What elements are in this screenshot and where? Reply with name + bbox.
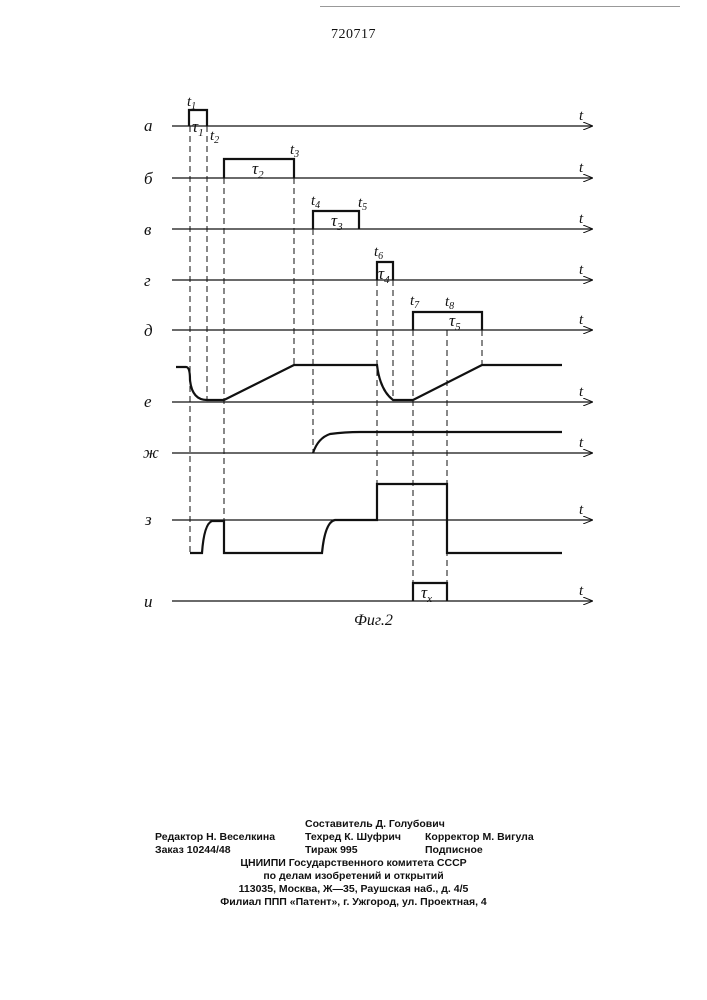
techred: Техред К. Шуфрич	[305, 831, 401, 844]
subscription: Подписное	[425, 844, 483, 857]
interval-tau2: τ2	[252, 159, 264, 181]
axis-label-b: t	[579, 160, 584, 176]
label-i: и	[144, 592, 153, 611]
editor: Редактор Н. Веселкина	[155, 831, 275, 844]
time-mark-t7: t7	[410, 293, 420, 311]
signal-z	[190, 484, 562, 553]
time-mark-t3: t3	[290, 142, 299, 160]
label-g: г	[144, 271, 151, 290]
label-zh: ж	[143, 443, 159, 462]
label-a: а	[144, 116, 153, 135]
axis-label-v: t	[579, 211, 584, 227]
axis-label-zh: t	[579, 435, 584, 451]
axis-label-z: t	[579, 502, 584, 518]
axis-label-i: t	[579, 583, 584, 599]
colophon: Составитель Д. Голубович Редактор Н. Вес…	[0, 818, 707, 909]
address: 113035, Москва, Ж—35, Раушская наб., д. …	[0, 883, 707, 896]
signal-zh	[313, 432, 562, 453]
compiler: Составитель Д. Голубович	[305, 818, 445, 831]
signal-d	[413, 312, 482, 330]
signal-e	[176, 365, 562, 400]
label-e: е	[144, 392, 152, 411]
branch: Филиал ППП «Патент», г. Ужгород, ул. Про…	[0, 896, 707, 909]
interval-taux: τx	[421, 583, 432, 605]
timing-diagram: а б в г д е ж з и t t t t t t t t t t1 t…	[0, 0, 707, 700]
interval-tau1: τ1	[192, 117, 204, 139]
axis-label-e: t	[579, 384, 584, 400]
axis-label-g: t	[579, 262, 584, 278]
figure-caption: Фиг.2	[354, 612, 393, 629]
label-b: б	[144, 169, 153, 188]
order-number: Заказ 10244/48	[155, 844, 231, 857]
label-v: в	[144, 220, 152, 239]
axis-label-d: t	[579, 312, 584, 328]
time-mark-t1: t1	[187, 94, 196, 112]
time-mark-t5: t5	[358, 195, 367, 213]
time-mark-t2: t2	[210, 128, 219, 146]
organization: ЦНИИПИ Государственного комитета СССР	[0, 857, 707, 870]
corrector: Корректор М. Вигула	[425, 831, 534, 844]
time-mark-t8: t8	[445, 294, 454, 312]
interval-tau3: τ3	[331, 211, 343, 233]
axis-label-a: t	[579, 108, 584, 124]
interval-tau4: τ4	[378, 264, 390, 286]
label-z: з	[144, 510, 152, 529]
label-d: д	[144, 321, 153, 340]
print-run: Тираж 995	[305, 844, 358, 857]
time-mark-t4: t4	[311, 193, 320, 211]
time-mark-t6: t6	[374, 244, 383, 262]
organization-dept: по делам изобретений и открытий	[0, 870, 707, 883]
interval-tau5: τ5	[449, 311, 461, 333]
